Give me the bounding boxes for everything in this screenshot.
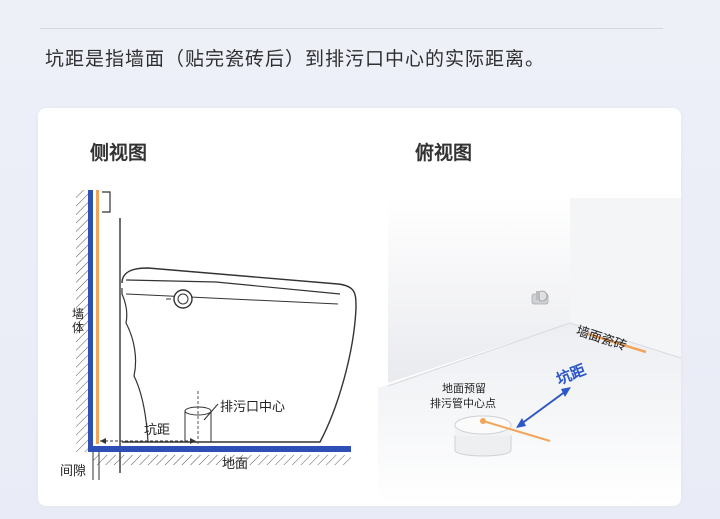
top-view-diagram bbox=[378, 198, 681, 506]
side-wall bbox=[570, 198, 681, 358]
floor bbox=[378, 323, 681, 506]
page-description: 坑距是指墙面（贴完瓷砖后）到排污口中心的实际距离。 bbox=[45, 48, 546, 70]
drain-label-line2: 排污管中心点 bbox=[430, 397, 496, 410]
wall-line bbox=[88, 190, 93, 452]
toilet-body bbox=[121, 267, 357, 443]
back-wall bbox=[388, 198, 570, 383]
drain-center-label: 排污口中心 bbox=[220, 400, 286, 415]
pit-distance-label: 坑距 bbox=[144, 423, 171, 438]
tile-layer bbox=[96, 190, 99, 444]
diagram-card: 侧视图 俯视图 bbox=[38, 108, 681, 506]
side-view-title: 侧视图 bbox=[90, 142, 148, 164]
wall-hatch bbox=[76, 190, 88, 452]
floor-line bbox=[88, 446, 351, 452]
side-view-diagram bbox=[76, 190, 357, 480]
drain-label-line1: 地面预留 bbox=[442, 382, 486, 395]
gap-label: 间隙 bbox=[60, 464, 87, 479]
tile-line bbox=[587, 332, 647, 354]
wall-label: 墙体 bbox=[72, 307, 85, 335]
top-divider bbox=[40, 28, 663, 29]
floor-hatch bbox=[93, 455, 351, 465]
top-view-title: 俯视图 bbox=[415, 142, 473, 164]
floor-label: 地面 bbox=[222, 457, 249, 472]
